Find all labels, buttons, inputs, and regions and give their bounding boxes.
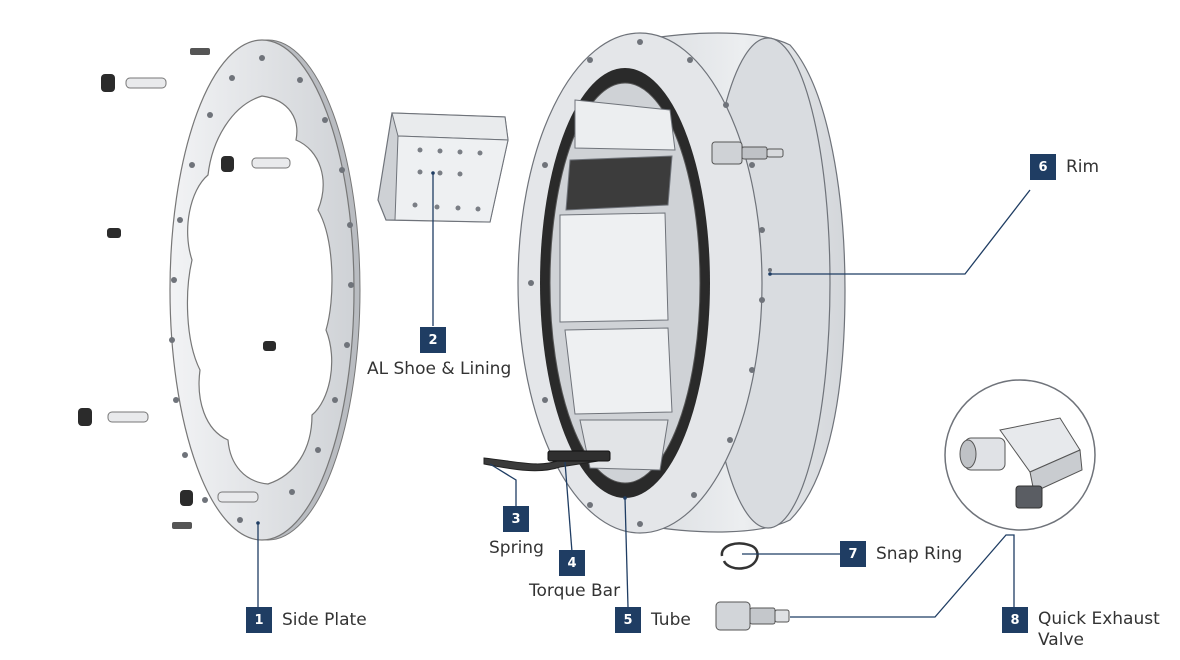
- callout-number-6: 6: [1030, 154, 1056, 180]
- callout-label-torque-bar: Torque Bar: [529, 581, 621, 601]
- callout-number-7: 7: [840, 541, 866, 567]
- side-plate-opening: [186, 95, 333, 485]
- callout-label-quick-exhaust-line2: Valve: [1038, 630, 1084, 650]
- side-plate-hardware: [78, 48, 291, 529]
- bolt: [217, 491, 259, 503]
- callout-label-tube: Tube: [651, 609, 691, 630]
- leader-4: [564, 461, 573, 553]
- leader-6: [770, 189, 1031, 275]
- callout-spring: 3: [503, 506, 529, 532]
- callout-number-4: 4: [559, 550, 585, 576]
- callout-label-quick-exhaust-valve: Quick Exhaust Valve: [1038, 609, 1160, 651]
- rim-valve-fitting: [711, 141, 784, 165]
- callout-number-1: 1: [246, 607, 272, 633]
- leader-5: [624, 497, 629, 608]
- leader-3: [489, 463, 517, 506]
- callout-number-3: 3: [503, 506, 529, 532]
- callout-label-rim: Rim: [1066, 156, 1100, 177]
- snap-ring-part: [720, 542, 759, 570]
- shoe-assembly-segments: [559, 99, 676, 471]
- rim-bolt-holes: [528, 39, 772, 527]
- screw: [172, 522, 192, 529]
- callout-number-5: 5: [615, 607, 641, 633]
- torque-bar-part: [547, 450, 611, 462]
- callout-tube: 5 Tube: [615, 607, 691, 633]
- callout-number-8: 8: [1002, 607, 1028, 633]
- callout-label-shoe-lining: AL Shoe & Lining: [367, 359, 512, 379]
- nut: [180, 490, 193, 506]
- rim-part: [517, 32, 846, 534]
- quick-exhaust-valve-inset: [944, 379, 1096, 531]
- screw: [190, 48, 210, 55]
- nut: [101, 74, 115, 92]
- leader-lines: [256, 171, 1031, 618]
- snap-ring: [720, 542, 759, 570]
- callout-torque-bar: 4: [559, 550, 585, 576]
- callout-shoe-lining: 2: [420, 327, 446, 353]
- valve-fitting-part: [715, 601, 790, 631]
- callout-snap-ring: 7 Snap Ring: [840, 541, 962, 567]
- bolt: [251, 157, 291, 169]
- side-plate-bolt-holes: [169, 55, 354, 523]
- nut: [78, 408, 92, 426]
- shoe-front-face: [394, 135, 509, 223]
- bolt: [107, 411, 149, 423]
- callout-label-snap-ring: Snap Ring: [876, 543, 963, 564]
- nut: [221, 156, 234, 172]
- nut: [107, 228, 121, 238]
- callout-label-side-plate: Side Plate: [282, 609, 367, 630]
- callout-quick-exhaust-valve: 8: [1002, 607, 1028, 633]
- shoe-and-lining-part: [377, 112, 509, 223]
- callout-label-spring: Spring: [489, 538, 544, 558]
- shoe-rivets: [412, 147, 483, 212]
- callout-side-plate: 1 Side Plate: [246, 607, 367, 633]
- torque-bar: [547, 450, 611, 462]
- callout-label-quick-exhaust-line1: Quick Exhaust: [1038, 609, 1160, 629]
- callout-rim: 6 Rim: [1030, 154, 1099, 180]
- bolt: [125, 77, 167, 89]
- nut: [263, 341, 276, 351]
- callout-number-2: 2: [420, 327, 446, 353]
- side-plate-part: [169, 39, 361, 541]
- leader-8: [790, 534, 1015, 618]
